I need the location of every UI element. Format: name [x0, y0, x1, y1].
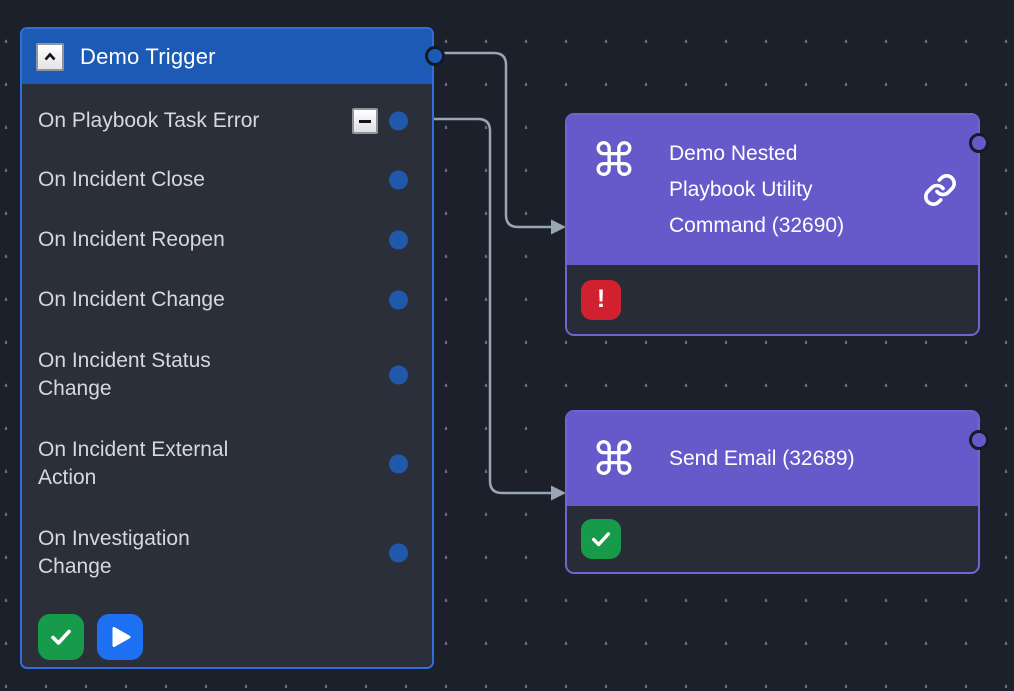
wire-taskerror-to-node2 — [412, 117, 551, 495]
trigger-output-row[interactable]: On Playbook Task Error — [22, 104, 432, 138]
output-label: On Incident External Action — [38, 438, 229, 489]
chevron-up-icon — [44, 52, 56, 60]
output-port-dot[interactable] — [389, 170, 408, 190]
output-label: On Incident Close — [38, 168, 205, 191]
trigger-output-row[interactable]: On Investigation Change — [22, 524, 432, 582]
trigger-header[interactable]: Demo Trigger — [22, 29, 445, 84]
node-status-bar: ! — [567, 265, 978, 334]
play-icon — [112, 627, 131, 647]
output-port-dot[interactable] — [389, 543, 408, 563]
trigger-output-row[interactable]: On Incident Status Change — [22, 346, 432, 404]
node-status-bar — [567, 506, 978, 572]
minus-icon — [359, 119, 371, 123]
output-port-dot[interactable] — [389, 230, 408, 250]
collapse-button[interactable] — [36, 42, 64, 71]
node-header[interactable]: ⌘ Demo Nested Playbook Utility Command (… — [567, 115, 978, 265]
output-port-dot[interactable] — [389, 290, 408, 310]
output-label: On Incident Status Change — [38, 349, 211, 400]
trigger-title: Demo Trigger — [80, 43, 216, 69]
output-port-dot[interactable] — [389, 454, 408, 474]
output-label: On Investigation Change — [38, 527, 190, 578]
action-node-send-email[interactable]: ⌘ Send Email (32689) — [565, 410, 980, 574]
remove-output-button[interactable] — [352, 108, 378, 134]
node-title: Send Email (32689) — [669, 447, 855, 470]
trigger-output-port[interactable] — [425, 46, 445, 66]
node2-output-port[interactable] — [969, 430, 989, 450]
output-label: On Incident Reopen — [38, 228, 225, 251]
error-status-badge[interactable]: ! — [581, 279, 621, 320]
command-icon: ⌘ — [591, 133, 637, 187]
wire-arrowhead-node1 — [551, 219, 566, 235]
trigger-node-demo-trigger[interactable]: Demo Trigger On Playbook Task Error On I… — [20, 27, 445, 669]
success-status-badge[interactable] — [581, 519, 621, 559]
nested-playbook-link-icon — [924, 174, 956, 206]
output-port-dot[interactable] — [389, 365, 408, 385]
trigger-output-row[interactable]: On Incident External Action — [22, 435, 432, 493]
node-header[interactable]: ⌘ Send Email (32689) — [567, 412, 978, 506]
wire-arrowhead-node2 — [551, 485, 566, 501]
trigger-output-row[interactable]: On Incident Change — [22, 283, 432, 317]
trigger-footer — [38, 614, 143, 660]
check-icon — [591, 532, 611, 547]
node-title: Demo Nested Playbook Utility Command (32… — [669, 142, 845, 237]
node1-output-port[interactable] — [969, 133, 989, 153]
command-icon: ⌘ — [591, 432, 637, 486]
action-node-demo-nested-playbook[interactable]: ⌘ Demo Nested Playbook Utility Command (… — [565, 113, 980, 336]
output-port-dot[interactable] — [389, 111, 408, 131]
trigger-output-row[interactable]: On Incident Reopen — [22, 223, 432, 257]
output-label: On Playbook Task Error — [38, 109, 260, 132]
approve-button[interactable] — [38, 614, 84, 660]
check-icon — [51, 629, 71, 645]
exclamation-icon: ! — [596, 285, 606, 313]
trigger-output-row[interactable]: On Incident Close — [22, 163, 432, 197]
wire-trigger-to-node1 — [444, 51, 551, 229]
output-label: On Incident Change — [38, 288, 225, 311]
run-button[interactable] — [97, 614, 143, 660]
